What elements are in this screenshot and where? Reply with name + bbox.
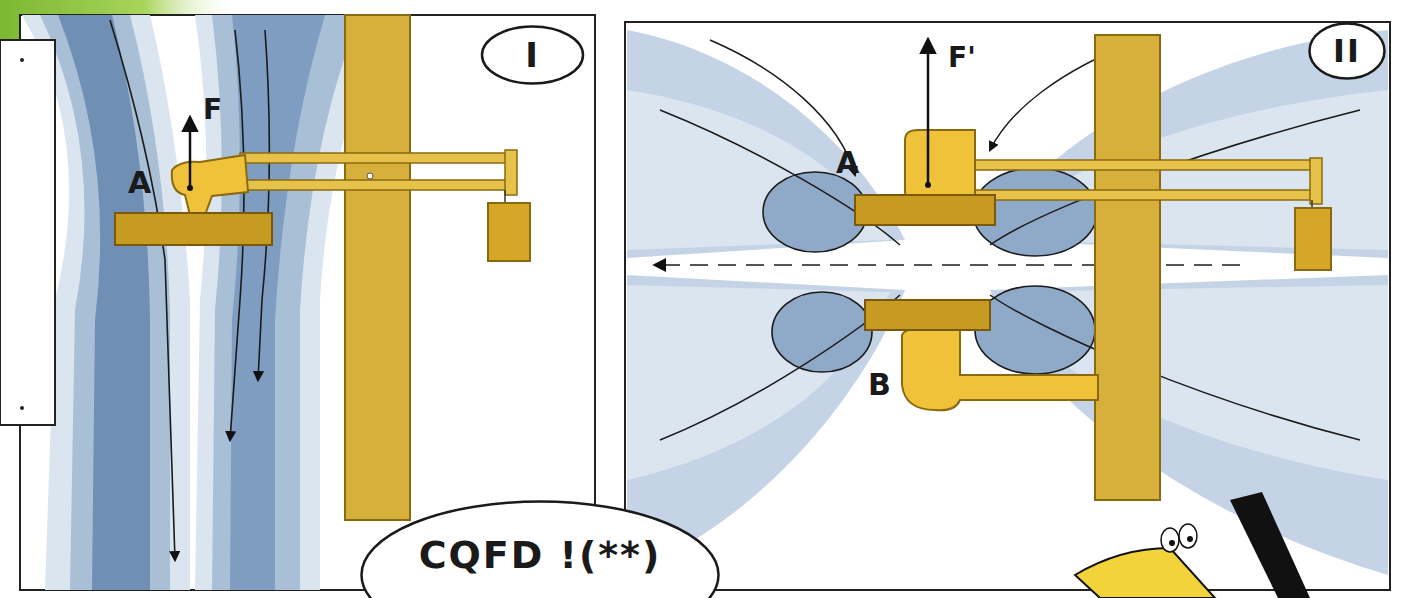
force-label: F' [948,44,976,72]
speech-bubble: CQFD !(**) [360,500,720,598]
plate-label: A [836,148,859,178]
plate-label: A [128,168,151,198]
panel-number: II [1308,22,1386,80]
plate-label: B [868,370,891,400]
panel-numeral: II [1333,32,1361,70]
bird-character [1075,492,1310,598]
panel-numeral: I [525,35,540,75]
speech-text: CQFD !(**) [419,533,662,577]
force-label: F [203,96,222,124]
panel-two [625,22,1390,590]
panel-number: I [480,25,585,85]
